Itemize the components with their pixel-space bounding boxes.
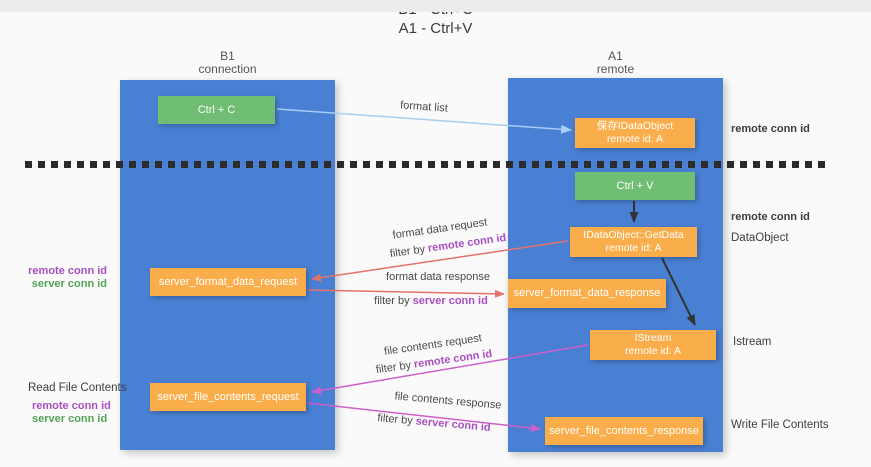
lifeline-b1-subtitle: connection	[198, 62, 257, 76]
node-istream-line1: IStream	[634, 332, 672, 344]
filter-prefix: filter by	[375, 359, 412, 377]
right-label-remote-conn-id-top: remote conn id	[731, 123, 810, 135]
node-server-format-data-response: server_format_data_response	[508, 279, 666, 308]
lifeline-a1-name: A1	[608, 49, 623, 63]
left-label-format-conn-ids: remote conn id server conn id	[25, 265, 107, 291]
node-idataobject-getdata: IDataObject::GetData remote id: A	[570, 227, 697, 257]
label-format-list: format list	[399, 99, 449, 115]
node-ctrl-c: Ctrl + C	[158, 96, 275, 124]
filter-id-server-conn-id: server conn id	[415, 415, 492, 434]
lifeline-b1-name: B1	[220, 49, 235, 63]
filter-id-remote-conn-id: remote conn id	[427, 231, 507, 255]
right-label-dataobject: DataObject	[731, 232, 789, 244]
lifeline-header-a1: A1 remote	[508, 50, 723, 76]
right-label-remote-conn-id-mid: remote conn id	[731, 211, 810, 223]
left-label-read-file-contents: Read File Contents	[28, 382, 127, 394]
node-ctrl-v-label: Ctrl + V	[616, 179, 654, 192]
label-format-data-response: format data response	[386, 271, 490, 283]
left-label-file-conn-ids: remote conn id server conn id	[32, 400, 111, 426]
node-server-file-contents-response: server_file_contents_response	[545, 417, 703, 445]
arrow-format-data-response	[306, 289, 505, 298]
left-format-remote-conn-id: remote conn id	[28, 265, 107, 277]
filter-prefix: filter by	[376, 412, 414, 428]
node-save-idataobject-line2: remote id: A	[606, 133, 664, 145]
node-ctrl-v: Ctrl + V	[575, 172, 695, 200]
node-ctrl-c-label: Ctrl + C	[197, 103, 236, 116]
node-server-format-data-request: server_format_data_request	[150, 268, 306, 296]
node-format-response-label: server_format_data_response	[513, 287, 661, 299]
label-file-contents-response: file contents response	[394, 390, 502, 412]
node-istream-line2: remote id: A	[624, 345, 682, 357]
filter-prefix: filter by	[374, 295, 410, 307]
node-getdata-line2: remote id: A	[605, 242, 662, 254]
filter-id-server-conn-id: server conn id	[412, 295, 488, 307]
node-save-idataobject: 保存IDataObject remote id: A	[575, 118, 695, 148]
lifeline-a1-subtitle: remote	[596, 62, 635, 76]
left-format-server-conn-id: server conn id	[31, 278, 107, 290]
node-save-idataobject-line1: 保存IDataObject	[596, 120, 674, 132]
dashed-divider	[25, 161, 831, 168]
filter-prefix: filter by	[389, 243, 426, 261]
node-file-response-label: server_file_contents_response	[549, 424, 699, 437]
node-server-file-contents-request: server_file_contents_request	[150, 383, 306, 411]
node-file-request-label: server_file_contents_request	[157, 390, 299, 403]
node-format-request-label: server_format_data_request	[158, 275, 298, 288]
left-file-remote-conn-id: remote conn id	[32, 400, 111, 412]
node-getdata-line1: IDataObject::GetData	[583, 229, 684, 241]
lifeline-header-b1: B1 connection	[120, 50, 335, 76]
node-istream: IStream remote id: A	[590, 330, 716, 360]
title-line-2: A1 - Ctrl+V	[398, 20, 473, 37]
left-file-server-conn-id: server conn id	[32, 413, 108, 425]
right-label-write-file-contents: Write File Contents	[731, 419, 829, 431]
right-label-istream: Istream	[733, 336, 772, 348]
bottom-edge	[0, 0, 871, 12]
